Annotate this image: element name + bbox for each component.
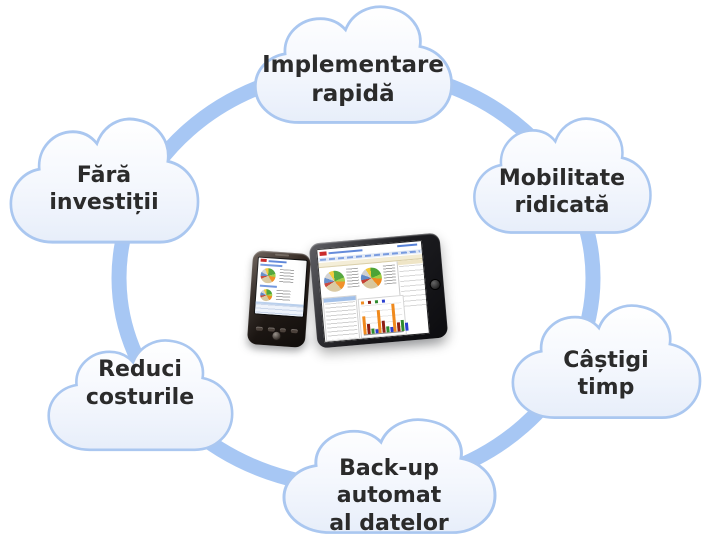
cloud-label-mobilitate-ridicata: Mobilitate ridicată [498, 165, 626, 219]
cloud-backup-automat: Back-up automat al datelor [274, 415, 504, 538]
app-logo [319, 251, 327, 256]
menu-items [320, 250, 420, 261]
legend-chip [367, 300, 372, 304]
smartphone-illustration [246, 250, 312, 348]
cloud-implementare-rapida: Implementare rapidă [246, 2, 460, 128]
bar [404, 322, 409, 331]
cloud-label-implementare-rapida: Implementare rapidă [262, 52, 444, 107]
tablet-menu-bar [317, 249, 422, 263]
bar [381, 320, 386, 333]
phone-button-row [255, 326, 298, 334]
tablet-user-text [397, 243, 418, 248]
phone-button-icon [267, 327, 275, 332]
bar-group [361, 304, 379, 335]
tablet-illustration [308, 232, 449, 349]
data-table [322, 294, 361, 342]
legend-chip [360, 300, 365, 305]
pie-chart [259, 288, 273, 302]
bar [366, 324, 371, 335]
bar [371, 328, 375, 334]
legend-chip [381, 298, 386, 303]
phone-data-table [254, 301, 304, 317]
pie-legend [345, 267, 360, 288]
legend-chip [374, 299, 379, 303]
cloud-reduci-costurile: Reduci costurile [40, 336, 240, 455]
pie-chart [323, 269, 346, 293]
data-table-header [323, 296, 356, 303]
tablet-screen [316, 240, 430, 343]
table-rows [254, 303, 304, 317]
cloud-label-backup-automat: Back-up automat al datelor [329, 455, 449, 536]
phone-menu-text [268, 260, 287, 264]
trackball-icon [272, 331, 281, 341]
cloud-label-reduci-costurile: Reduci costurile [85, 357, 195, 410]
pie-legend [382, 264, 397, 285]
side-panel-header [397, 258, 424, 266]
cloud-label-fara-investitii: Fără investiții [49, 162, 159, 216]
pie-chart [360, 266, 383, 290]
pie-chart [260, 267, 277, 284]
bar [391, 304, 397, 332]
bar [376, 310, 382, 334]
pie-legend [279, 269, 295, 284]
dashboard-bar-chart [357, 294, 409, 339]
phone-chart-title [260, 263, 283, 268]
phone-chart-title [259, 284, 277, 288]
tablet-menu-text [328, 249, 363, 255]
phone-button-icon [279, 328, 287, 333]
app-logo [260, 258, 267, 263]
tablet-toolbar [318, 254, 423, 269]
bar-chart-legend [360, 298, 386, 305]
phone-button-icon [290, 328, 298, 334]
home-button-icon [430, 279, 441, 290]
pie-legend [275, 289, 291, 302]
bar-group [391, 302, 409, 332]
phone-screen [253, 256, 308, 318]
bar [396, 322, 401, 332]
phone-button-icon [255, 326, 263, 331]
bar-group [376, 303, 394, 334]
bar-chart-plot [361, 302, 409, 336]
phone-earpiece [275, 253, 290, 257]
bar [390, 326, 394, 333]
bar [375, 329, 379, 334]
bar [400, 319, 405, 332]
bar [386, 326, 390, 333]
side-panel-rows [398, 264, 427, 308]
cloud-mobilitate-ridicata: Mobilitate ridicată [466, 114, 658, 238]
cloud-label-castigi-timp: Câștigi timp [563, 347, 649, 401]
data-table-rows [324, 301, 358, 340]
side-panel [396, 258, 428, 310]
cloud-castigi-timp: Câștigi timp [504, 301, 708, 423]
cloud-fara-investitii: Fără investiții [2, 114, 206, 248]
bar [362, 316, 367, 335]
